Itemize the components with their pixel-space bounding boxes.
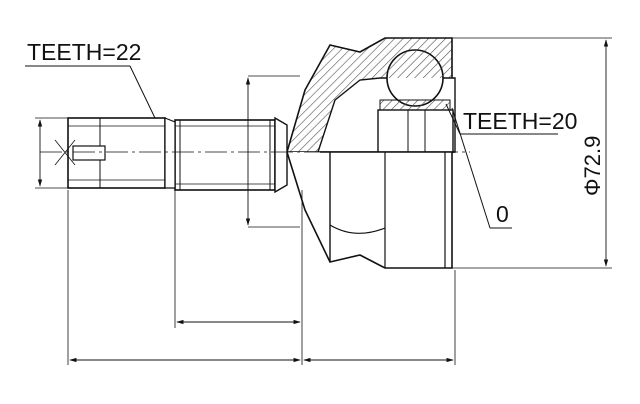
ball-hatch — [387, 50, 443, 78]
teeth-left-label: TEETH=22 — [27, 39, 141, 65]
teeth-left-leader — [129, 65, 156, 119]
diameter-label: Φ72.9 — [580, 136, 605, 196]
body-curve — [329, 224, 386, 234]
threaded-stem — [174, 119, 276, 191]
stem-collar — [274, 116, 288, 194]
inner-race — [377, 109, 454, 153]
shaft-step — [164, 117, 176, 189]
teeth-right-leader — [445, 103, 461, 135]
body-lower-exterior — [286, 151, 453, 269]
zero-label: 0 — [496, 201, 509, 227]
cage-hatch — [379, 99, 451, 111]
teeth-right-label: TEETH=20 — [463, 108, 577, 134]
zero-leader — [451, 107, 491, 229]
center-mark — [54, 139, 76, 166]
shaft-groove — [72, 145, 106, 161]
